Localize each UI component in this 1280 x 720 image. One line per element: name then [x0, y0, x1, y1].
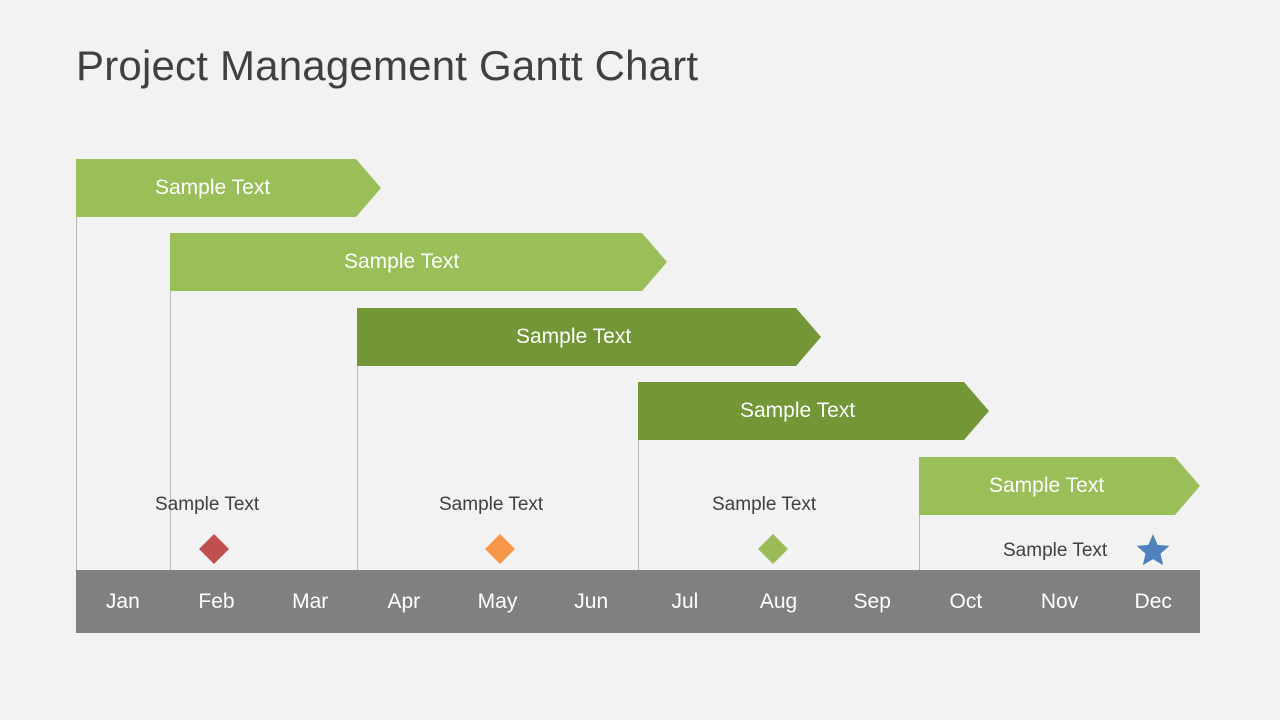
month-label-aug[interactable]: Aug [759, 589, 798, 613]
gridline-apr [357, 309, 358, 570]
task-bar-label: Sample Text [516, 325, 632, 348]
task-bar-label: Sample Text [740, 399, 856, 422]
month-label-oct[interactable]: Oct [949, 589, 983, 613]
diamond-icon [757, 533, 789, 565]
month-label-nov[interactable]: Nov [1040, 589, 1079, 613]
star-icon [1136, 533, 1170, 566]
month-label-jul[interactable]: Jul [671, 589, 699, 613]
page-title: Project Management Gantt Chart [76, 42, 699, 89]
month-label-mar[interactable]: Mar [292, 589, 329, 613]
month-label-dec[interactable]: Dec [1134, 589, 1172, 613]
task-bar[interactable] [76, 159, 381, 217]
task-bar-arrow-shape [919, 457, 1200, 515]
diamond-icon [484, 533, 516, 565]
task-bar-label: Sample Text [155, 176, 271, 199]
task-bar-arrow-shape [170, 233, 667, 291]
month-label-jan[interactable]: Jan [105, 589, 140, 613]
milestone-label: Sample Text [712, 494, 817, 515]
milestone-label: Sample Text [155, 494, 260, 515]
month-label-feb[interactable]: Feb [198, 589, 235, 613]
month-label-may[interactable]: May [477, 589, 518, 613]
gridline-feb [170, 234, 171, 570]
gridline-jul [638, 383, 639, 570]
task-bar[interactable] [357, 308, 821, 366]
month-label-jun[interactable]: Jun [574, 589, 609, 613]
diamond-icon [198, 533, 230, 565]
task-bar-label: Sample Text [989, 474, 1105, 497]
task-bar[interactable] [638, 382, 989, 440]
task-bar-arrow-shape [76, 159, 381, 217]
milestone-label: Sample Text [1003, 540, 1108, 561]
task-bar-arrow-shape [638, 382, 989, 440]
gridline-jan [76, 160, 77, 570]
month-label-sep[interactable]: Sep [853, 589, 891, 613]
task-bar[interactable] [170, 233, 667, 291]
milestone-label: Sample Text [439, 494, 544, 515]
month-label-apr[interactable]: Apr [387, 589, 421, 613]
task-bar-arrow-shape [357, 308, 821, 366]
month-axis: Jan Feb Mar Apr May Jun Jul Aug Sep Oct … [76, 570, 1200, 633]
task-bar-label: Sample Text [344, 250, 460, 273]
task-bar[interactable] [919, 457, 1200, 515]
